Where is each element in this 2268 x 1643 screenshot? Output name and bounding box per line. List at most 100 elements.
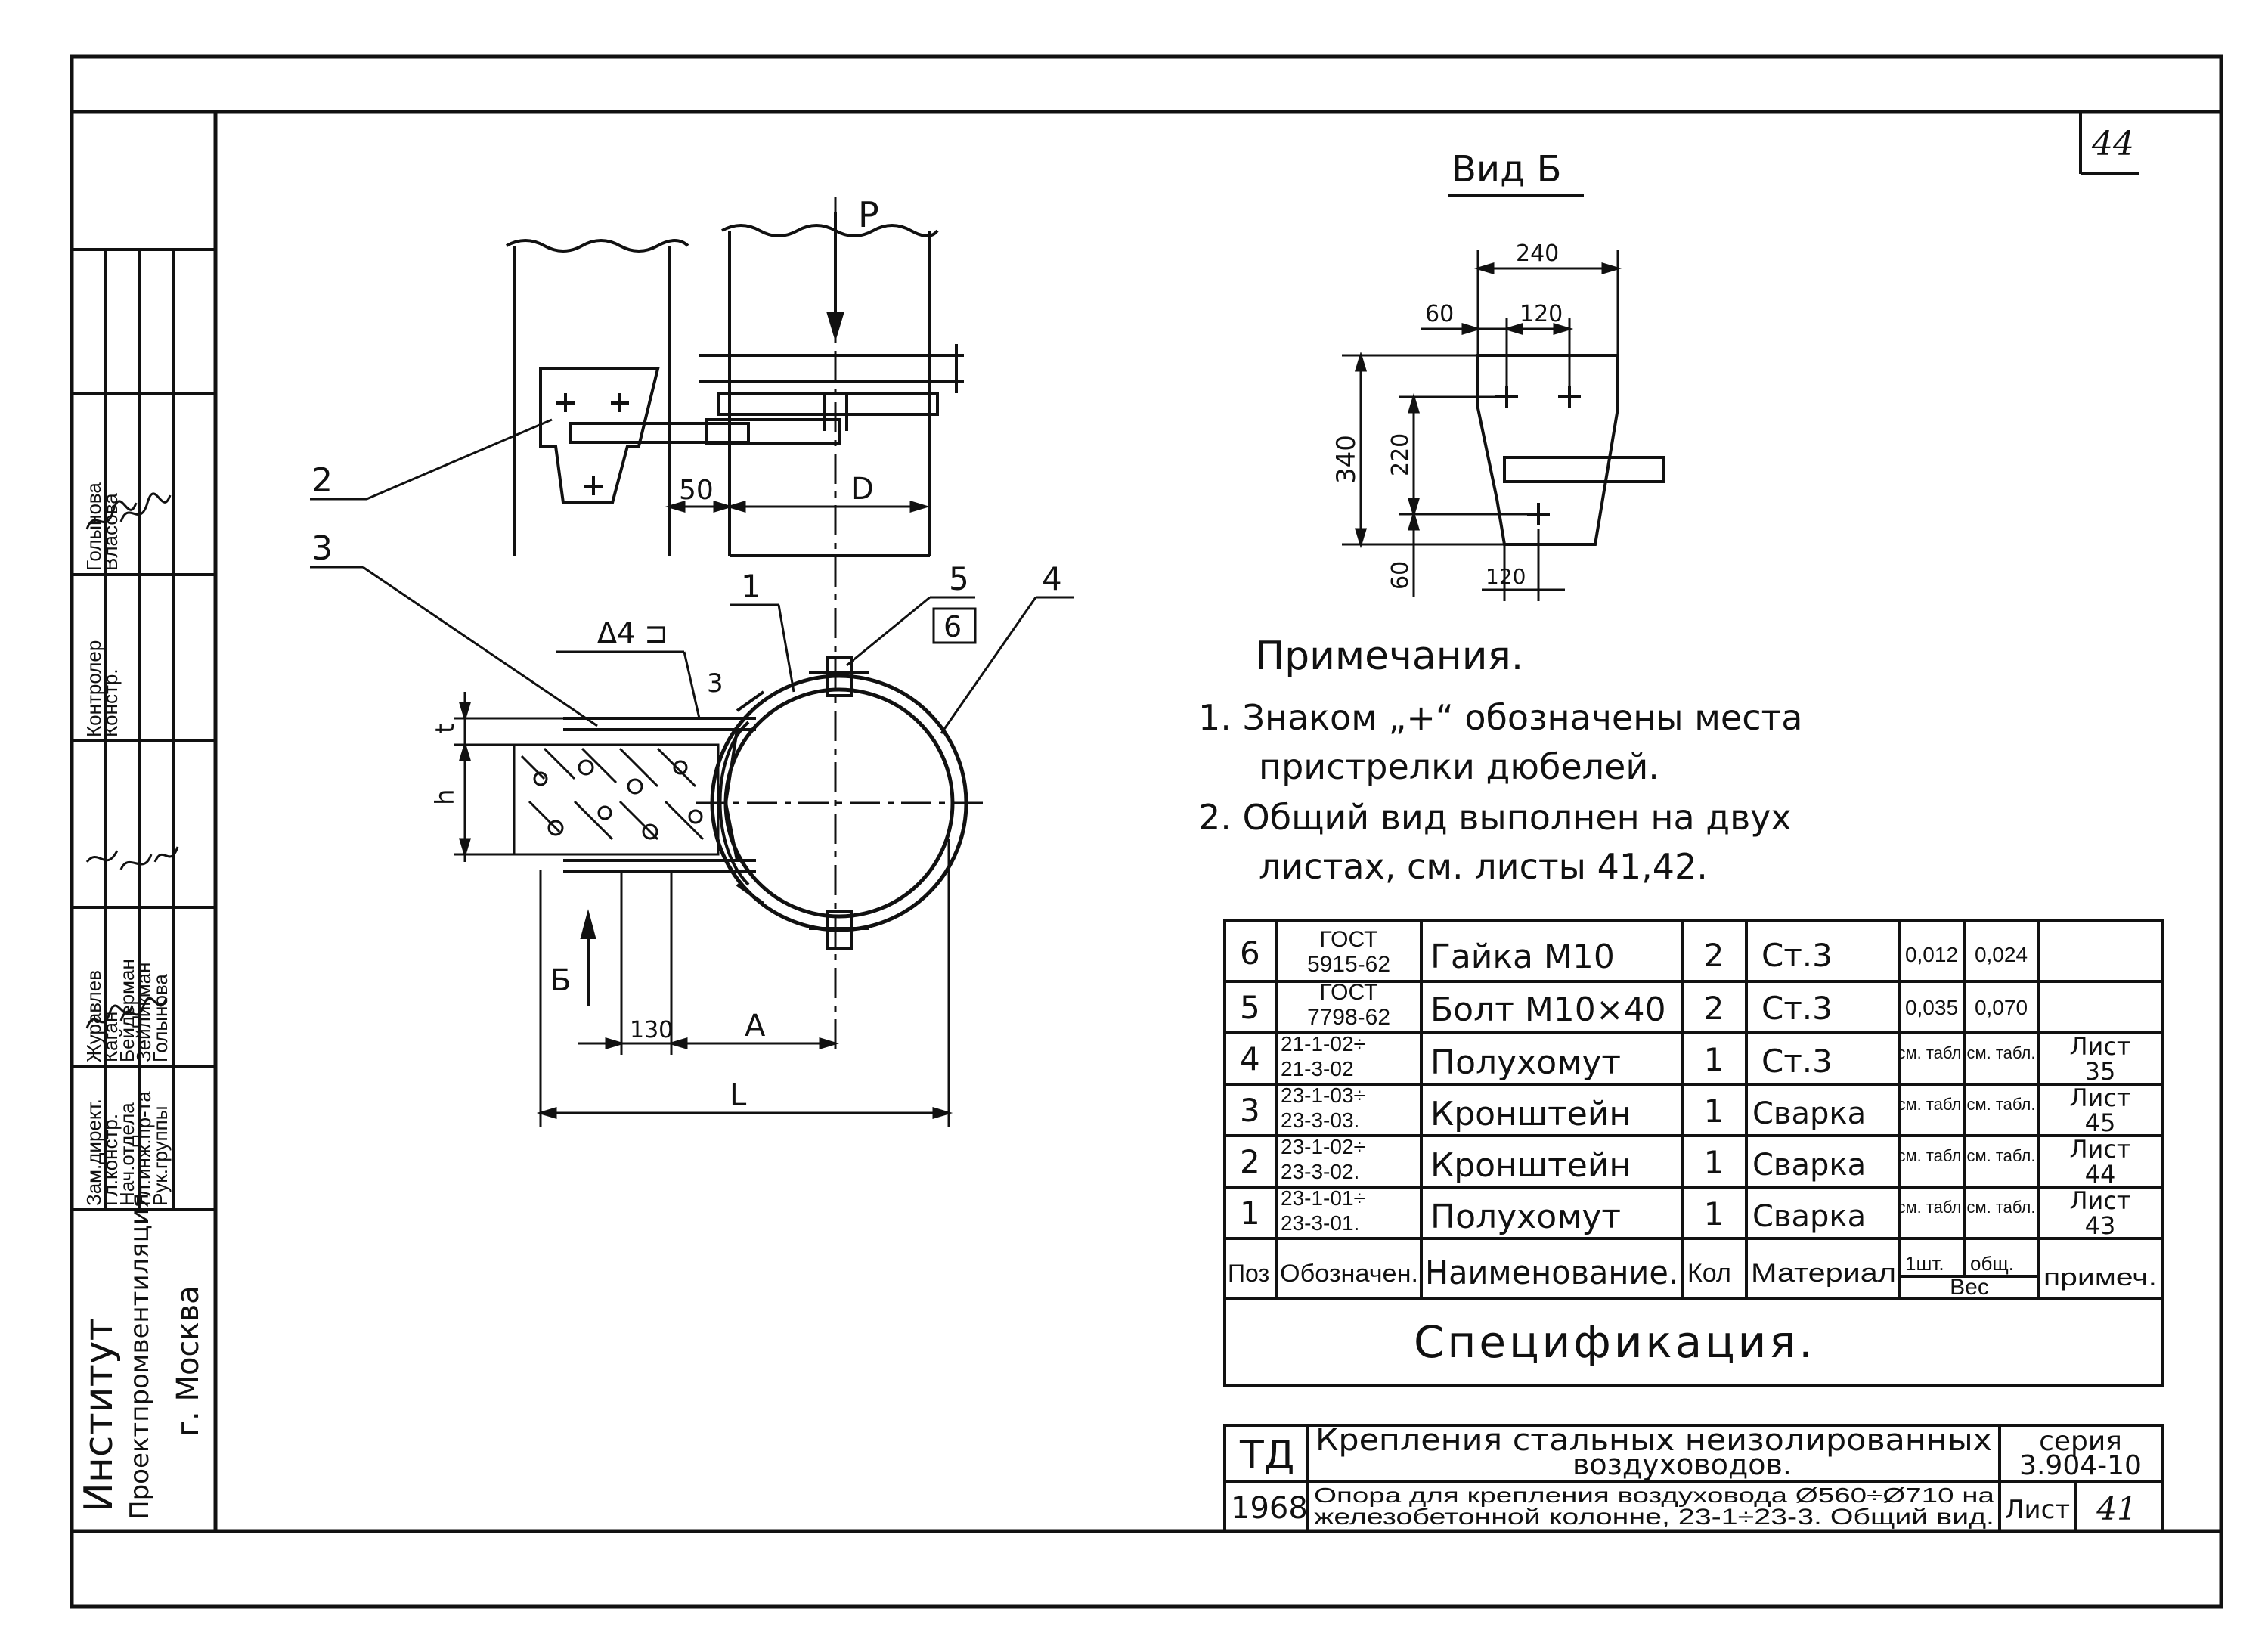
column-left xyxy=(506,239,689,556)
row-w1: см. табл. xyxy=(1898,1095,1966,1114)
header-unit: 1шт. xyxy=(1905,1252,1944,1275)
title-block-series-label: серия xyxy=(2039,1426,2122,1457)
spec-row-3: 3 23-1-03÷ 23-3-03. Кронштейн 1 Сварка с… xyxy=(1240,1083,2131,1137)
row-mat: Ст.3 xyxy=(1761,1043,1833,1080)
row-note-2: 45 xyxy=(2085,1108,2116,1137)
callout-4: 4 xyxy=(1042,560,1062,597)
row-w1: см. табл. xyxy=(1898,1146,1966,1165)
callout-leaders xyxy=(310,418,1074,734)
title-block-year: 1968 xyxy=(1231,1491,1308,1526)
row-des-1: 23-1-03÷ xyxy=(1281,1083,1365,1107)
stamp-role-3: Нач.отдела xyxy=(116,1102,138,1206)
row-des-2: 5915-62 xyxy=(1307,952,1390,977)
callout-1: 1 xyxy=(741,568,761,605)
stamp-role-7: Констр. xyxy=(99,668,122,737)
view-b-dimensions xyxy=(1342,250,1622,601)
dim-50-label: 50 xyxy=(679,475,714,506)
view-b-dim-120-top: 120 xyxy=(1520,301,1563,327)
notes-line-1: 1. Знаком „+“ обозначены места xyxy=(1198,697,1803,738)
row-w2: 0,070 xyxy=(1975,996,2028,1019)
stamp-name-6: Голынова xyxy=(82,482,105,571)
row-des-1: ГОСТ xyxy=(1320,980,1378,1005)
sheet-number-top: 44 xyxy=(2091,125,2134,163)
row-pos: 2 xyxy=(1240,1143,1260,1180)
view-b-plate xyxy=(1476,354,1665,546)
spec-row-4: 4 21-1-02÷ 21-3-02 Полухомут 1 Ст.3 см. … xyxy=(1240,1032,2131,1086)
row-qty: 1 xyxy=(1704,1041,1724,1078)
row-mat: Ст.3 xyxy=(1761,937,1833,974)
row-w1: 0,012 xyxy=(1905,943,1958,966)
title-block: ТД 1968 Крепления стальных неизолированн… xyxy=(1231,1423,2142,1530)
view-b-dim-240: 240 xyxy=(1516,240,1559,267)
row-w2: 0,024 xyxy=(1975,943,2028,966)
row-name: Полухомут xyxy=(1430,1043,1621,1082)
row-qty: 1 xyxy=(1704,1093,1724,1130)
row-pos: 5 xyxy=(1240,989,1260,1026)
spec-table-title: Спецификация. xyxy=(1414,1316,1816,1368)
spec-table-grid xyxy=(1223,919,2164,1387)
header-pos: Поз xyxy=(1228,1260,1269,1287)
row-w2: см. табл. xyxy=(1967,1095,2036,1114)
header-name: Наименование. xyxy=(1425,1254,1678,1292)
row-note-2: 43 xyxy=(2085,1211,2116,1240)
row-des-1: 23-1-01÷ xyxy=(1281,1186,1365,1210)
row-qty: 1 xyxy=(1704,1144,1724,1181)
stamp-name-7: Власова xyxy=(99,493,122,571)
row-note-1: Лист xyxy=(2069,1186,2130,1215)
row-w1: см. табл. xyxy=(1898,1043,1966,1062)
stamp-role-5: Рук.группы xyxy=(149,1106,172,1206)
title-block-code: ТД xyxy=(1239,1433,1294,1478)
spec-row-2: 2 23-1-02÷ 23-3-02. Кронштейн 1 Сварка с… xyxy=(1240,1135,2131,1189)
dim-t-label: t xyxy=(430,724,460,733)
row-mat: Ст.3 xyxy=(1761,990,1833,1027)
row-des-2: 21-3-02 xyxy=(1281,1057,1354,1080)
row-des-2: 23-3-02. xyxy=(1281,1160,1359,1183)
weld-symbol: Δ4 ⊐ xyxy=(597,616,668,649)
dim-130-label: 130 xyxy=(630,1017,673,1043)
row-mat: Сварка xyxy=(1752,1148,1866,1183)
header-total: общ. xyxy=(1970,1252,2014,1275)
notes-line-2: пристрелки дюбелей. xyxy=(1259,746,1659,787)
title-block-desc-1: Опора для крепления воздуховода Ø560÷Ø71… xyxy=(1314,1483,1995,1507)
header-material: Материал xyxy=(1751,1259,1896,1288)
dimension-50-d xyxy=(665,500,931,513)
bracket-3 xyxy=(563,690,765,905)
org-name: Институт xyxy=(76,1318,122,1512)
notes-title: Примечания. xyxy=(1255,634,1523,679)
callout-6: 6 xyxy=(943,610,962,643)
sheet-frame xyxy=(70,54,2223,1609)
stamp-role-6: Контролер xyxy=(82,640,105,737)
weld-symbol-3: 3 xyxy=(707,668,723,699)
row-des-1: 23-1-02÷ xyxy=(1281,1135,1365,1158)
stamp-role-1: Зам.директ. xyxy=(82,1099,105,1206)
stamp-name-4: Зейликман xyxy=(132,963,155,1062)
load-label: P xyxy=(858,194,879,235)
header-note: примеч. xyxy=(2043,1263,2157,1291)
row-des-1: 21-1-02÷ xyxy=(1281,1032,1365,1056)
row-mat: Сварка xyxy=(1752,1199,1866,1234)
dim-d-label: D xyxy=(850,472,874,507)
duct-clamp xyxy=(696,656,983,950)
row-pos: 4 xyxy=(1240,1040,1260,1077)
row-des-2: 7798-62 xyxy=(1307,1005,1390,1030)
side-stamp-signatures xyxy=(85,492,179,1029)
row-name: Гайка М10 xyxy=(1430,938,1615,976)
notes: Примечания. 1. Знаком „+“ обозначены мес… xyxy=(1198,634,1803,887)
dim-h-label: h xyxy=(430,789,460,805)
row-name: Полухомут xyxy=(1430,1198,1621,1236)
side-stamp-roles: Зам.директ. Гл.констр. Нач.отдела Гл.инж… xyxy=(82,482,172,1206)
stamp-role-2: Гл.констр. xyxy=(99,1114,122,1206)
row-w1: см. табл. xyxy=(1898,1198,1966,1217)
title-block-sheet-value: 41 xyxy=(2096,1490,2136,1527)
title-block-sheet-label: Лист xyxy=(2005,1495,2070,1525)
row-note-2: 44 xyxy=(2085,1160,2116,1189)
callout-3: 3 xyxy=(311,529,333,568)
row-des-1: ГОСТ xyxy=(1320,927,1378,952)
dimension-t-h xyxy=(454,692,563,862)
header-designation: Обозначен. xyxy=(1280,1260,1418,1287)
dowel-marks-left xyxy=(556,393,629,495)
title-block-desc-2: железобетонной колонне, 23-1÷23-3. Общий… xyxy=(1314,1505,1994,1530)
bracket-plate-2 xyxy=(539,367,841,504)
row-des-2: 23-3-03. xyxy=(1281,1108,1359,1132)
